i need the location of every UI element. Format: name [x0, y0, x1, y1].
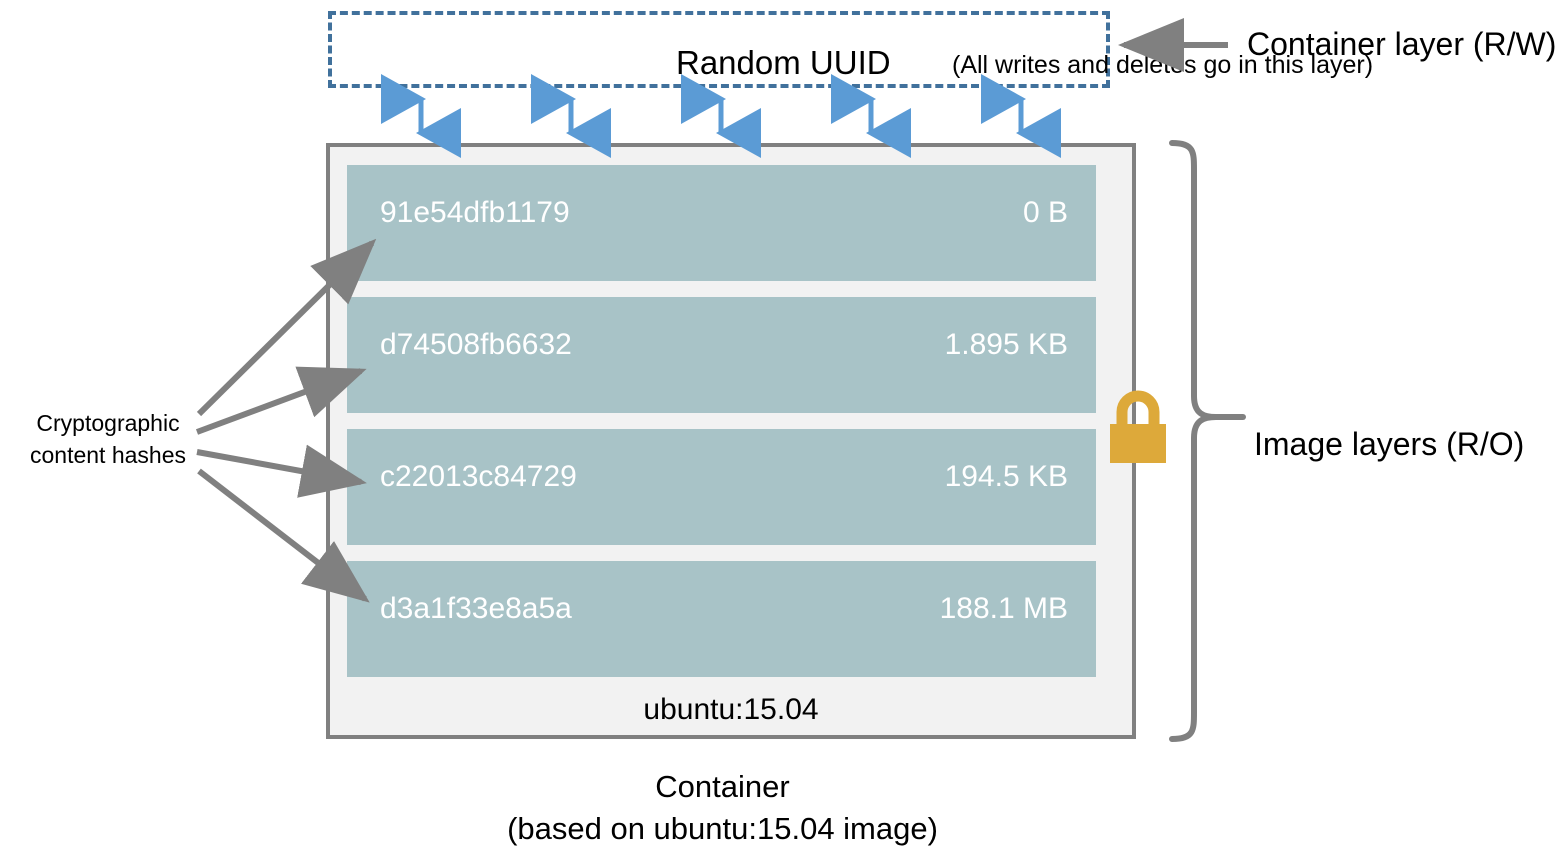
image-layer-row: c22013c84729 194.5 KB	[347, 429, 1096, 545]
image-layers-caption: Image layers (R/O)	[1254, 426, 1525, 462]
container-layer-caption: Container layer (R/W)	[1247, 26, 1555, 62]
hash-note-line2: content hashes	[29, 442, 186, 468]
hash-note-line1: Cryptographic	[36, 410, 180, 436]
layer-hash: d3a1f33e8a5a	[380, 592, 572, 625]
image-layer-row: 91e54dfb1179 0 B	[347, 165, 1096, 281]
read-write-arrows	[381, 74, 1061, 158]
layer-size: 188.1 MB	[939, 592, 1068, 625]
cryptographic-hashes-annotation: Cryptographic content hashes	[18, 407, 198, 471]
caption-line1: Container	[655, 769, 790, 804]
layer-size: 194.5 KB	[944, 460, 1068, 493]
base-image-name-label: ubuntu:15.04	[643, 693, 819, 726]
diagram-caption: Container (based on ubuntu:15.04 image)	[0, 766, 1445, 850]
caption-line2: (based on ubuntu:15.04 image)	[507, 811, 938, 846]
layer-size: 1.895 KB	[944, 328, 1068, 361]
layer-hash: 91e54dfb1179	[380, 196, 570, 229]
random-uuid-label: Random UUID	[676, 44, 891, 81]
layer-hash: d74508fb6632	[380, 328, 572, 361]
image-layer-row: d74508fb6632 1.895 KB	[347, 297, 1096, 413]
layer-size: 0 B	[1022, 196, 1068, 229]
image-layers-brace	[1169, 140, 1246, 742]
image-layer-row: d3a1f33e8a5a 188.1 MB	[347, 561, 1096, 677]
container-layer-box: Random UUID (All writes and deletes go i…	[328, 11, 1373, 88]
layer-hash: c22013c84729	[380, 460, 577, 493]
